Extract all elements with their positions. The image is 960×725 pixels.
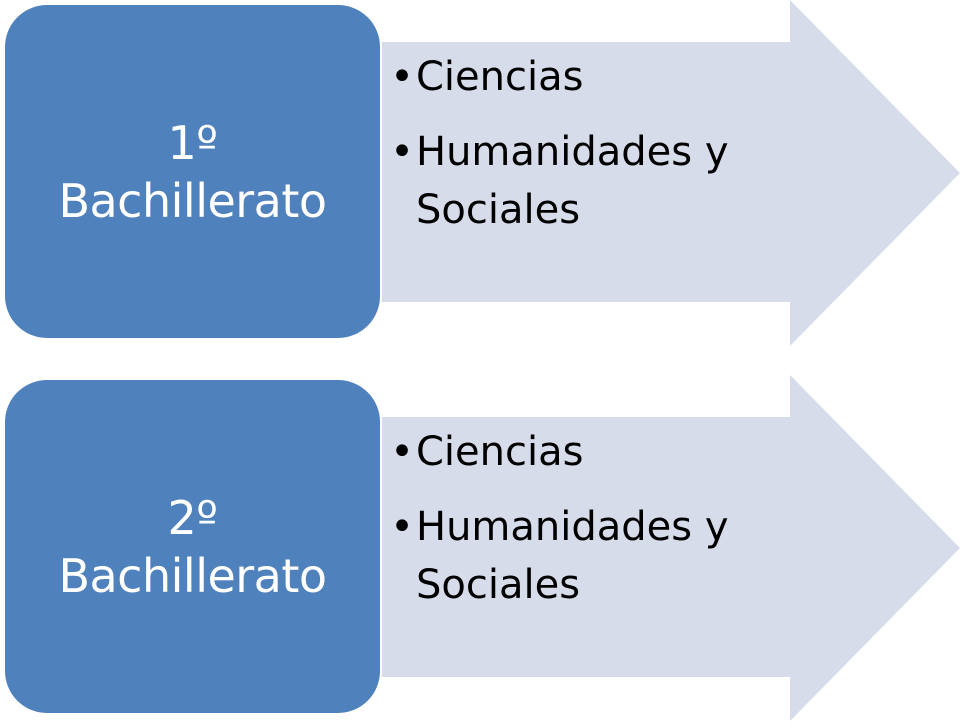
level-number: 1º [167,115,218,170]
level-box-1: 1º Bachillerato [3,3,382,340]
bullet-icon: • [390,429,414,475]
options-list-1: • Ciencias • Humanidades y Sociales [388,48,788,256]
level-row-1: 1º Bachillerato • Ciencias • Humanidades… [0,0,960,350]
level-name: Bachillerato [58,548,327,603]
option-label: Humanidades y Sociales [416,504,729,608]
option-label: Humanidades y Sociales [416,129,729,233]
level-name: Bachillerato [58,173,327,228]
bullet-icon: • [390,504,414,550]
bullet-icon: • [390,129,414,175]
arrow-shape-2 [380,375,960,721]
option-item: • Humanidades y Sociales [388,498,788,614]
option-item: • Ciencias [388,423,788,481]
arrow-shape-1 [380,0,960,346]
level-row-2: 2º Bachillerato • Ciencias • Humanidades… [0,375,960,725]
option-item: • Ciencias [388,48,788,106]
bullet-icon: • [390,54,414,100]
level-number: 2º [167,490,218,545]
options-list-2: • Ciencias • Humanidades y Sociales [388,423,788,631]
option-item: • Humanidades y Sociales [388,123,788,239]
level-box-2: 2º Bachillerato [3,378,382,715]
option-label: Ciencias [416,429,584,475]
option-label: Ciencias [416,54,584,100]
